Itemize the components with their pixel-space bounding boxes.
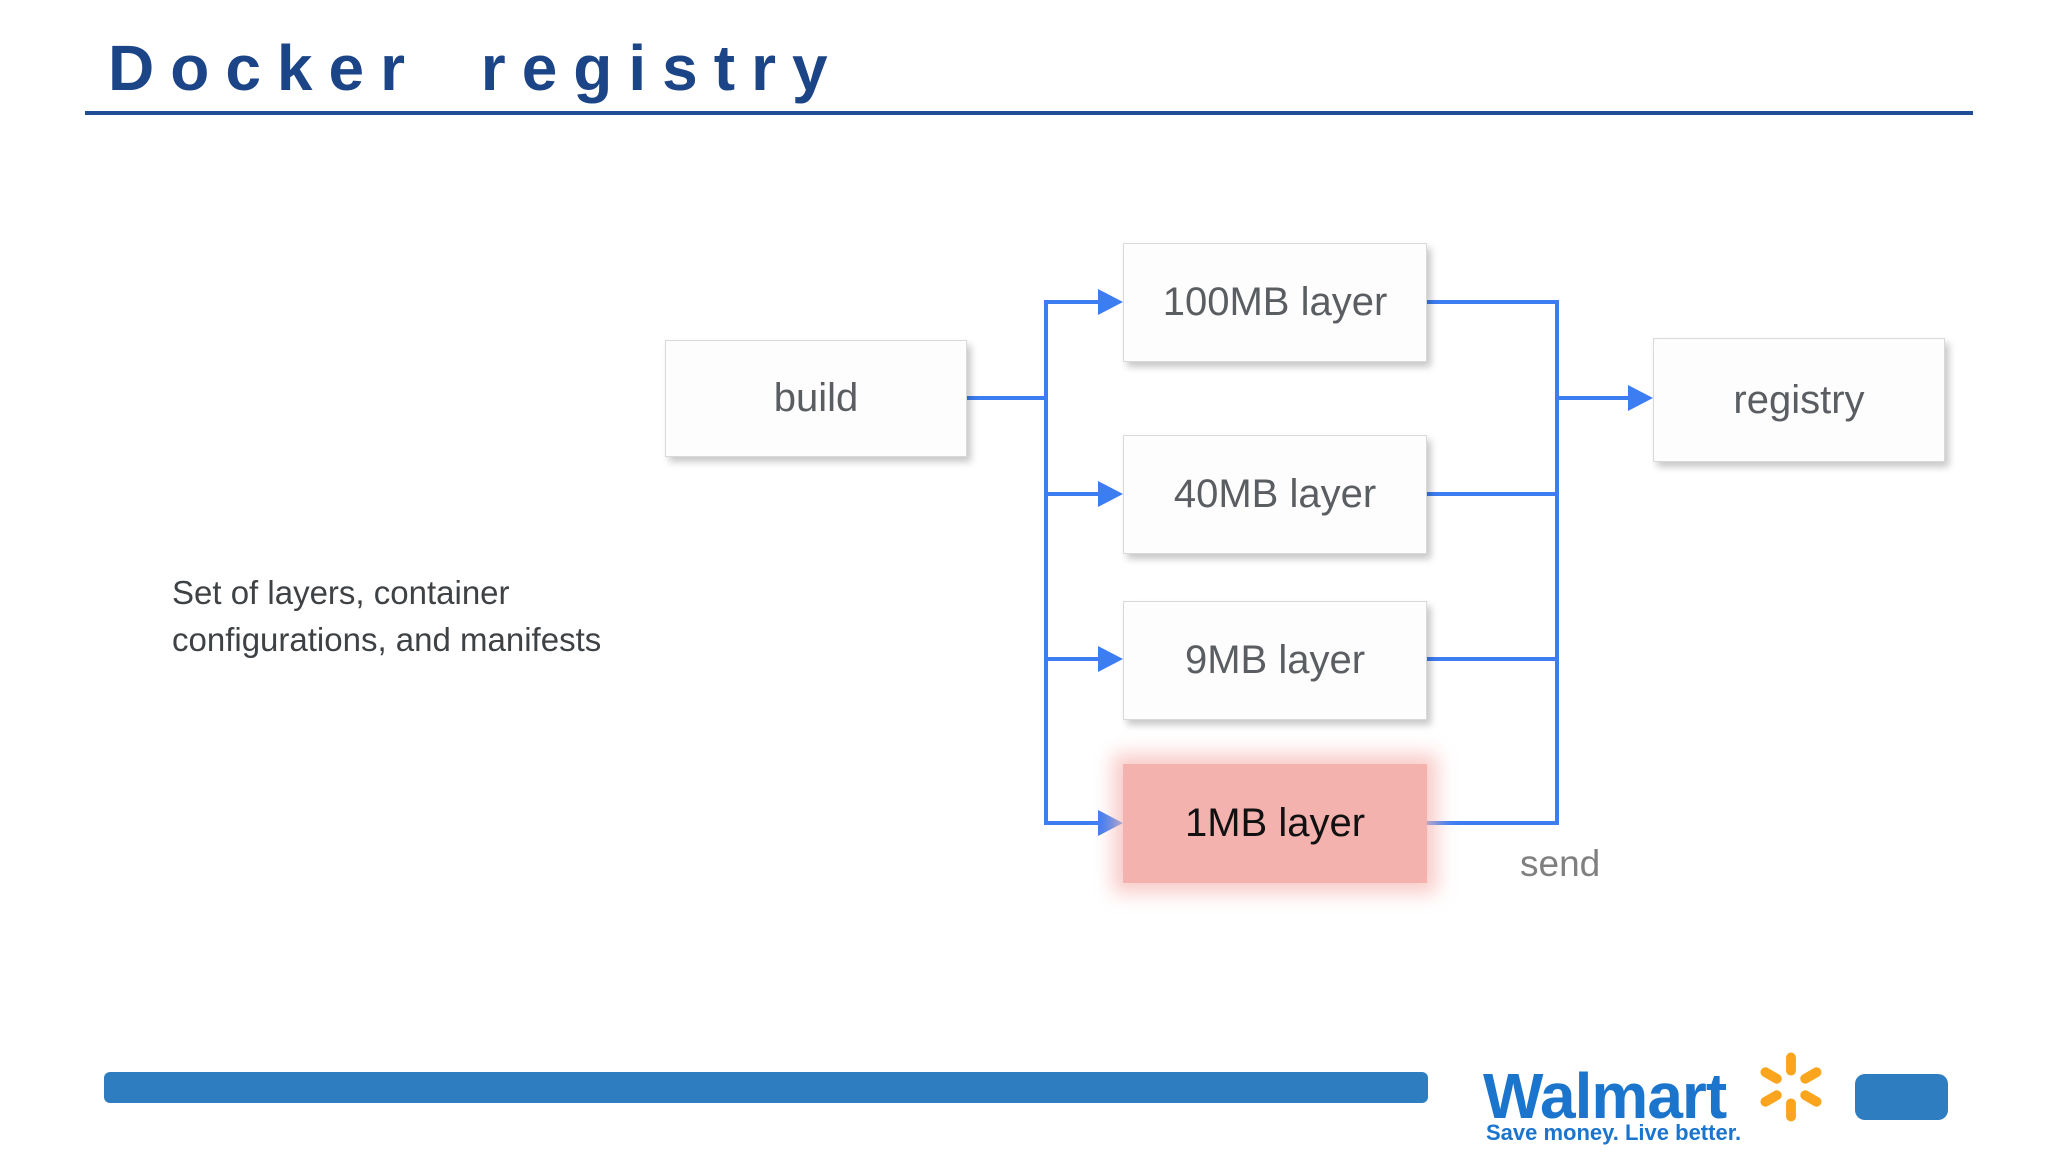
node-layer-40mb: 40MB layer bbox=[1123, 435, 1427, 554]
connector-40mb-to-trunk bbox=[1427, 492, 1557, 496]
connector-branch-1mb bbox=[1044, 821, 1102, 825]
connector-branch-9mb bbox=[1044, 657, 1102, 661]
arrowhead-icon bbox=[1628, 385, 1653, 411]
footer-accent-chip bbox=[1855, 1074, 1948, 1120]
description-text: Set of layers, container configurations,… bbox=[172, 574, 602, 658]
connector-left-trunk bbox=[1044, 300, 1048, 825]
arrowhead-icon bbox=[1098, 646, 1123, 672]
walmart-wordmark: Walmart bbox=[1483, 1060, 1727, 1132]
walmart-spark-icon bbox=[1760, 1052, 1822, 1122]
connector-branch-100mb bbox=[1044, 300, 1102, 304]
node-build: build bbox=[665, 340, 967, 457]
connector-branch-40mb bbox=[1044, 492, 1102, 496]
send-edge-label: send bbox=[1520, 843, 1601, 884]
arrowhead-icon bbox=[1098, 810, 1123, 836]
footer-accent-bar bbox=[104, 1072, 1428, 1103]
walmart-tagline: Save money. Live better. bbox=[1486, 1120, 1742, 1145]
connector-right-trunk bbox=[1555, 300, 1559, 825]
connector-build-to-trunk bbox=[967, 396, 1048, 400]
page-title: Docker registry bbox=[108, 32, 844, 104]
node-layer-9mb: 9MB layer bbox=[1123, 601, 1427, 720]
node-registry: registry bbox=[1653, 338, 1945, 462]
connector-1mb-to-trunk bbox=[1427, 821, 1557, 825]
connector-trunk-to-registry bbox=[1555, 396, 1633, 400]
arrowhead-icon bbox=[1098, 289, 1123, 315]
connector-9mb-to-trunk bbox=[1427, 657, 1557, 661]
arrowhead-icon bbox=[1098, 481, 1123, 507]
connector-100mb-to-trunk bbox=[1427, 300, 1557, 304]
node-layer-1mb-highlighted: 1MB layer bbox=[1123, 764, 1427, 883]
node-layer-100mb: 100MB layer bbox=[1123, 243, 1427, 362]
title-underline bbox=[85, 111, 1973, 115]
